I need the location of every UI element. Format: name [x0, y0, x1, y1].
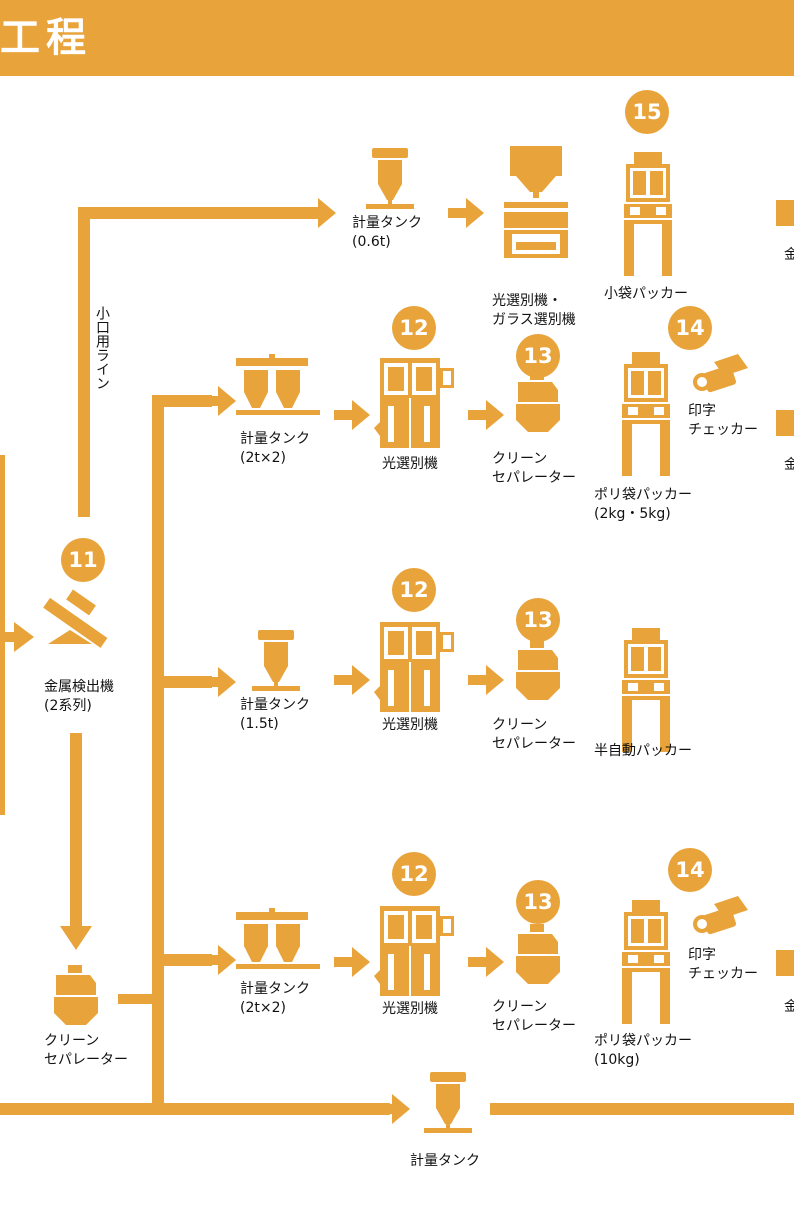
clean-separator-label: クリーン セパレーター [492, 451, 576, 486]
weighing-tank-label: 計量タンク [410, 1153, 480, 1169]
equipment-icons [43, 146, 794, 1133]
step-badge-11: 11 [61, 538, 105, 582]
clean-separator-icon [54, 965, 98, 1025]
flow-lines [0, 207, 794, 1115]
step-badge-14: 14 [668, 306, 712, 350]
step-badge-13: 13 [516, 334, 560, 378]
page-title: 工程 [0, 15, 92, 61]
weighing-tank-icon [252, 630, 300, 691]
optical-sorter-icon [374, 906, 454, 996]
arrow-icon [334, 665, 370, 695]
optical-sorter-label: 光選別機 [382, 456, 438, 472]
optical-glass-sorter-icon [504, 146, 568, 258]
step-badge-13: 13 [516, 880, 560, 924]
optical-sorter-label: 光選別機 [382, 1001, 438, 1017]
step-badge-12: 12 [392, 568, 436, 612]
header-bar: 工程 [0, 0, 794, 76]
poly-bag-packer-icon [622, 900, 670, 1024]
clean-separator-icon [516, 924, 560, 984]
arrow-icon [374, 1094, 410, 1124]
weighing-tank-label: 計量タンク (2t×2) [240, 431, 310, 466]
small-bag-packer-icon [624, 152, 672, 276]
optical-glass-sorter-label: 光選別機・ ガラス選別機 [492, 293, 576, 328]
cutoff-label: 金 [784, 247, 794, 263]
clean-separator-label: クリーン セパレーター [492, 999, 576, 1034]
cutoff-equipment-icon [776, 200, 794, 226]
weighing-tank-label: 計量タンク (2t×2) [240, 981, 310, 1016]
step-badge-12: 12 [392, 306, 436, 350]
arrow-icon [200, 945, 236, 975]
semi-auto-packer-icon [622, 628, 670, 752]
arrow-icon [468, 947, 504, 977]
arrow-icon [334, 947, 370, 977]
arrow-icon [200, 386, 236, 416]
poly-bag-packer-label: ポリ袋パッカー (10kg) [594, 1033, 692, 1068]
cutoff-equipment-icon [776, 950, 794, 976]
arrow-icon [468, 665, 504, 695]
print-checker-label: 印字 チェッカー [688, 403, 758, 438]
small-bag-packer-label: 小袋パッカー [604, 286, 688, 302]
weighing-tank-icon [424, 1072, 472, 1133]
metal-detector-label: 金属検出機 (2系列) [44, 679, 114, 714]
weighing-tank-icon [366, 148, 414, 209]
step-badge-12: 12 [392, 852, 436, 896]
optical-sorter-icon [374, 358, 454, 448]
clean-separator-icon [516, 640, 560, 700]
print-checker-camera-icon [693, 896, 748, 935]
arrow-icon [334, 400, 370, 430]
weighing-tank-double-icon [236, 354, 320, 415]
metal-detector-icon [43, 589, 108, 648]
print-checker-label: 印字 チェッカー [688, 947, 758, 982]
clean-separator-label: クリーン セパレーター [492, 717, 576, 752]
arrow-icon [468, 400, 504, 430]
clean-separator-icon [516, 372, 560, 432]
arrow-icon [200, 667, 236, 697]
poly-bag-packer-icon [622, 352, 670, 476]
step-badge-13: 13 [516, 598, 560, 642]
optical-sorter-icon [374, 622, 454, 712]
cutoff-label: 金 [784, 457, 794, 473]
poly-bag-packer-label: ポリ袋パッカー (2kg・5kg) [594, 487, 692, 522]
arrow-icon [300, 198, 336, 228]
small-lot-line-label: 小口用ライン [94, 306, 110, 390]
optical-sorter-label: 光選別機 [382, 717, 438, 733]
arrow-icon [448, 198, 484, 228]
clean-separator-label: クリーン セパレーター [44, 1033, 128, 1068]
weighing-tank-label: 計量タンク (1.5t) [240, 697, 310, 732]
weighing-tank-label: 計量タンク (0.6t) [352, 215, 422, 250]
print-checker-camera-icon [693, 354, 748, 393]
step-badge-14: 14 [668, 848, 712, 892]
step-badge-15: 15 [625, 90, 669, 134]
weighing-tank-double-icon [236, 908, 320, 969]
semi-auto-packer-label: 半自動パッカー [594, 743, 692, 759]
cutoff-label: 金 [784, 999, 794, 1015]
cutoff-equipment-icon [776, 410, 794, 436]
